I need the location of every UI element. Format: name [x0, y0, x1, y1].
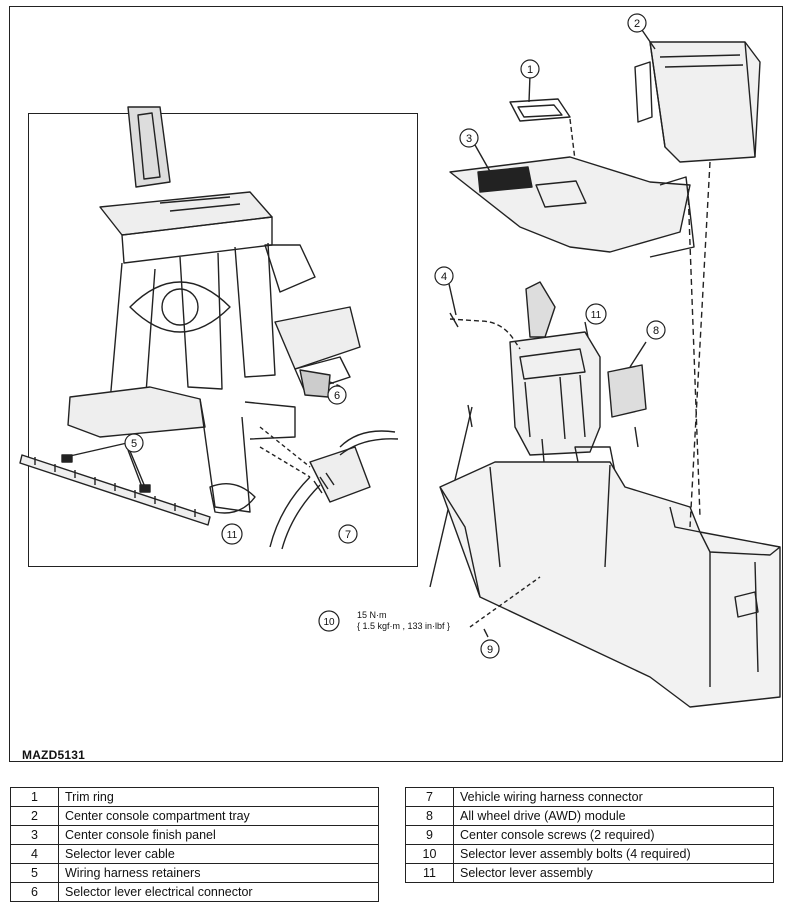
legend-number: 4	[10, 844, 59, 864]
legend-label: Center console finish panel	[58, 825, 379, 845]
legend-label: Selector lever assembly	[453, 863, 774, 883]
callout-5: 5	[124, 433, 144, 453]
torque-spec-line1: 15 N·m	[357, 610, 387, 620]
svg-text:2: 2	[634, 18, 640, 30]
svg-text:11: 11	[227, 530, 238, 541]
callout-1: 1	[520, 59, 540, 79]
legend-number: 2	[10, 806, 59, 826]
legend-number: 9	[405, 825, 454, 845]
legend-number: 1	[10, 787, 59, 807]
legend-label: Center console screws (2 required)	[453, 825, 774, 845]
exploded-view-figure: 1 2 3 4 5 6 7 8 9 10 11 11 15 N·m { 1.5 …	[9, 6, 783, 762]
svg-text:9: 9	[487, 644, 493, 656]
legend-number: 7	[405, 787, 454, 807]
svg-text:5: 5	[131, 438, 137, 450]
legend-label: Center console compartment tray	[58, 806, 379, 826]
svg-text:4: 4	[441, 271, 447, 283]
legend-label: Wiring harness retainers	[58, 863, 379, 883]
svg-text:3: 3	[466, 133, 472, 145]
legend-label: Trim ring	[58, 787, 379, 807]
legend-label: Selector lever assembly bolts (4 require…	[453, 844, 774, 864]
svg-text:7: 7	[345, 529, 351, 541]
svg-text:6: 6	[334, 390, 340, 402]
svg-text:8: 8	[653, 325, 659, 337]
legend-label: All wheel drive (AWD) module	[453, 806, 774, 826]
legend-number: 11	[405, 863, 454, 883]
svg-text:10: 10	[323, 617, 335, 628]
legend-label: Selector lever electrical connector	[58, 882, 379, 902]
callout-11-right: 11	[585, 303, 607, 325]
callout-8: 8	[646, 320, 666, 340]
callout-4: 4	[434, 266, 454, 286]
torque-spec-line2: { 1.5 kgf·m , 133 in·lbf }	[357, 621, 451, 631]
callout-10: 10	[318, 610, 340, 632]
selector-detail-inset	[28, 113, 418, 567]
figure-code: MAZD5131	[22, 748, 85, 762]
exploded-console	[429, 29, 781, 708]
legend-number: 3	[10, 825, 59, 845]
callout-9: 9	[480, 639, 500, 659]
callout-7: 7	[338, 524, 358, 544]
drawing-layer: 1 2 3 4 5 6 7 8 9 10 11 11	[19, 13, 781, 708]
legend-number: 10	[405, 844, 454, 864]
inset-selector-assembly	[19, 106, 399, 550]
callout-6: 6	[327, 385, 347, 405]
legend-label: Vehicle wiring harness connector	[453, 787, 774, 807]
svg-text:1: 1	[527, 64, 533, 76]
legend-number: 6	[10, 882, 59, 902]
legend-number: 5	[10, 863, 59, 883]
callout-2: 2	[627, 13, 647, 33]
legend-number: 8	[405, 806, 454, 826]
legend-label: Selector lever cable	[58, 844, 379, 864]
svg-text:11: 11	[591, 310, 602, 321]
callout-11-inset: 11	[221, 523, 243, 545]
callout-3: 3	[459, 128, 479, 148]
